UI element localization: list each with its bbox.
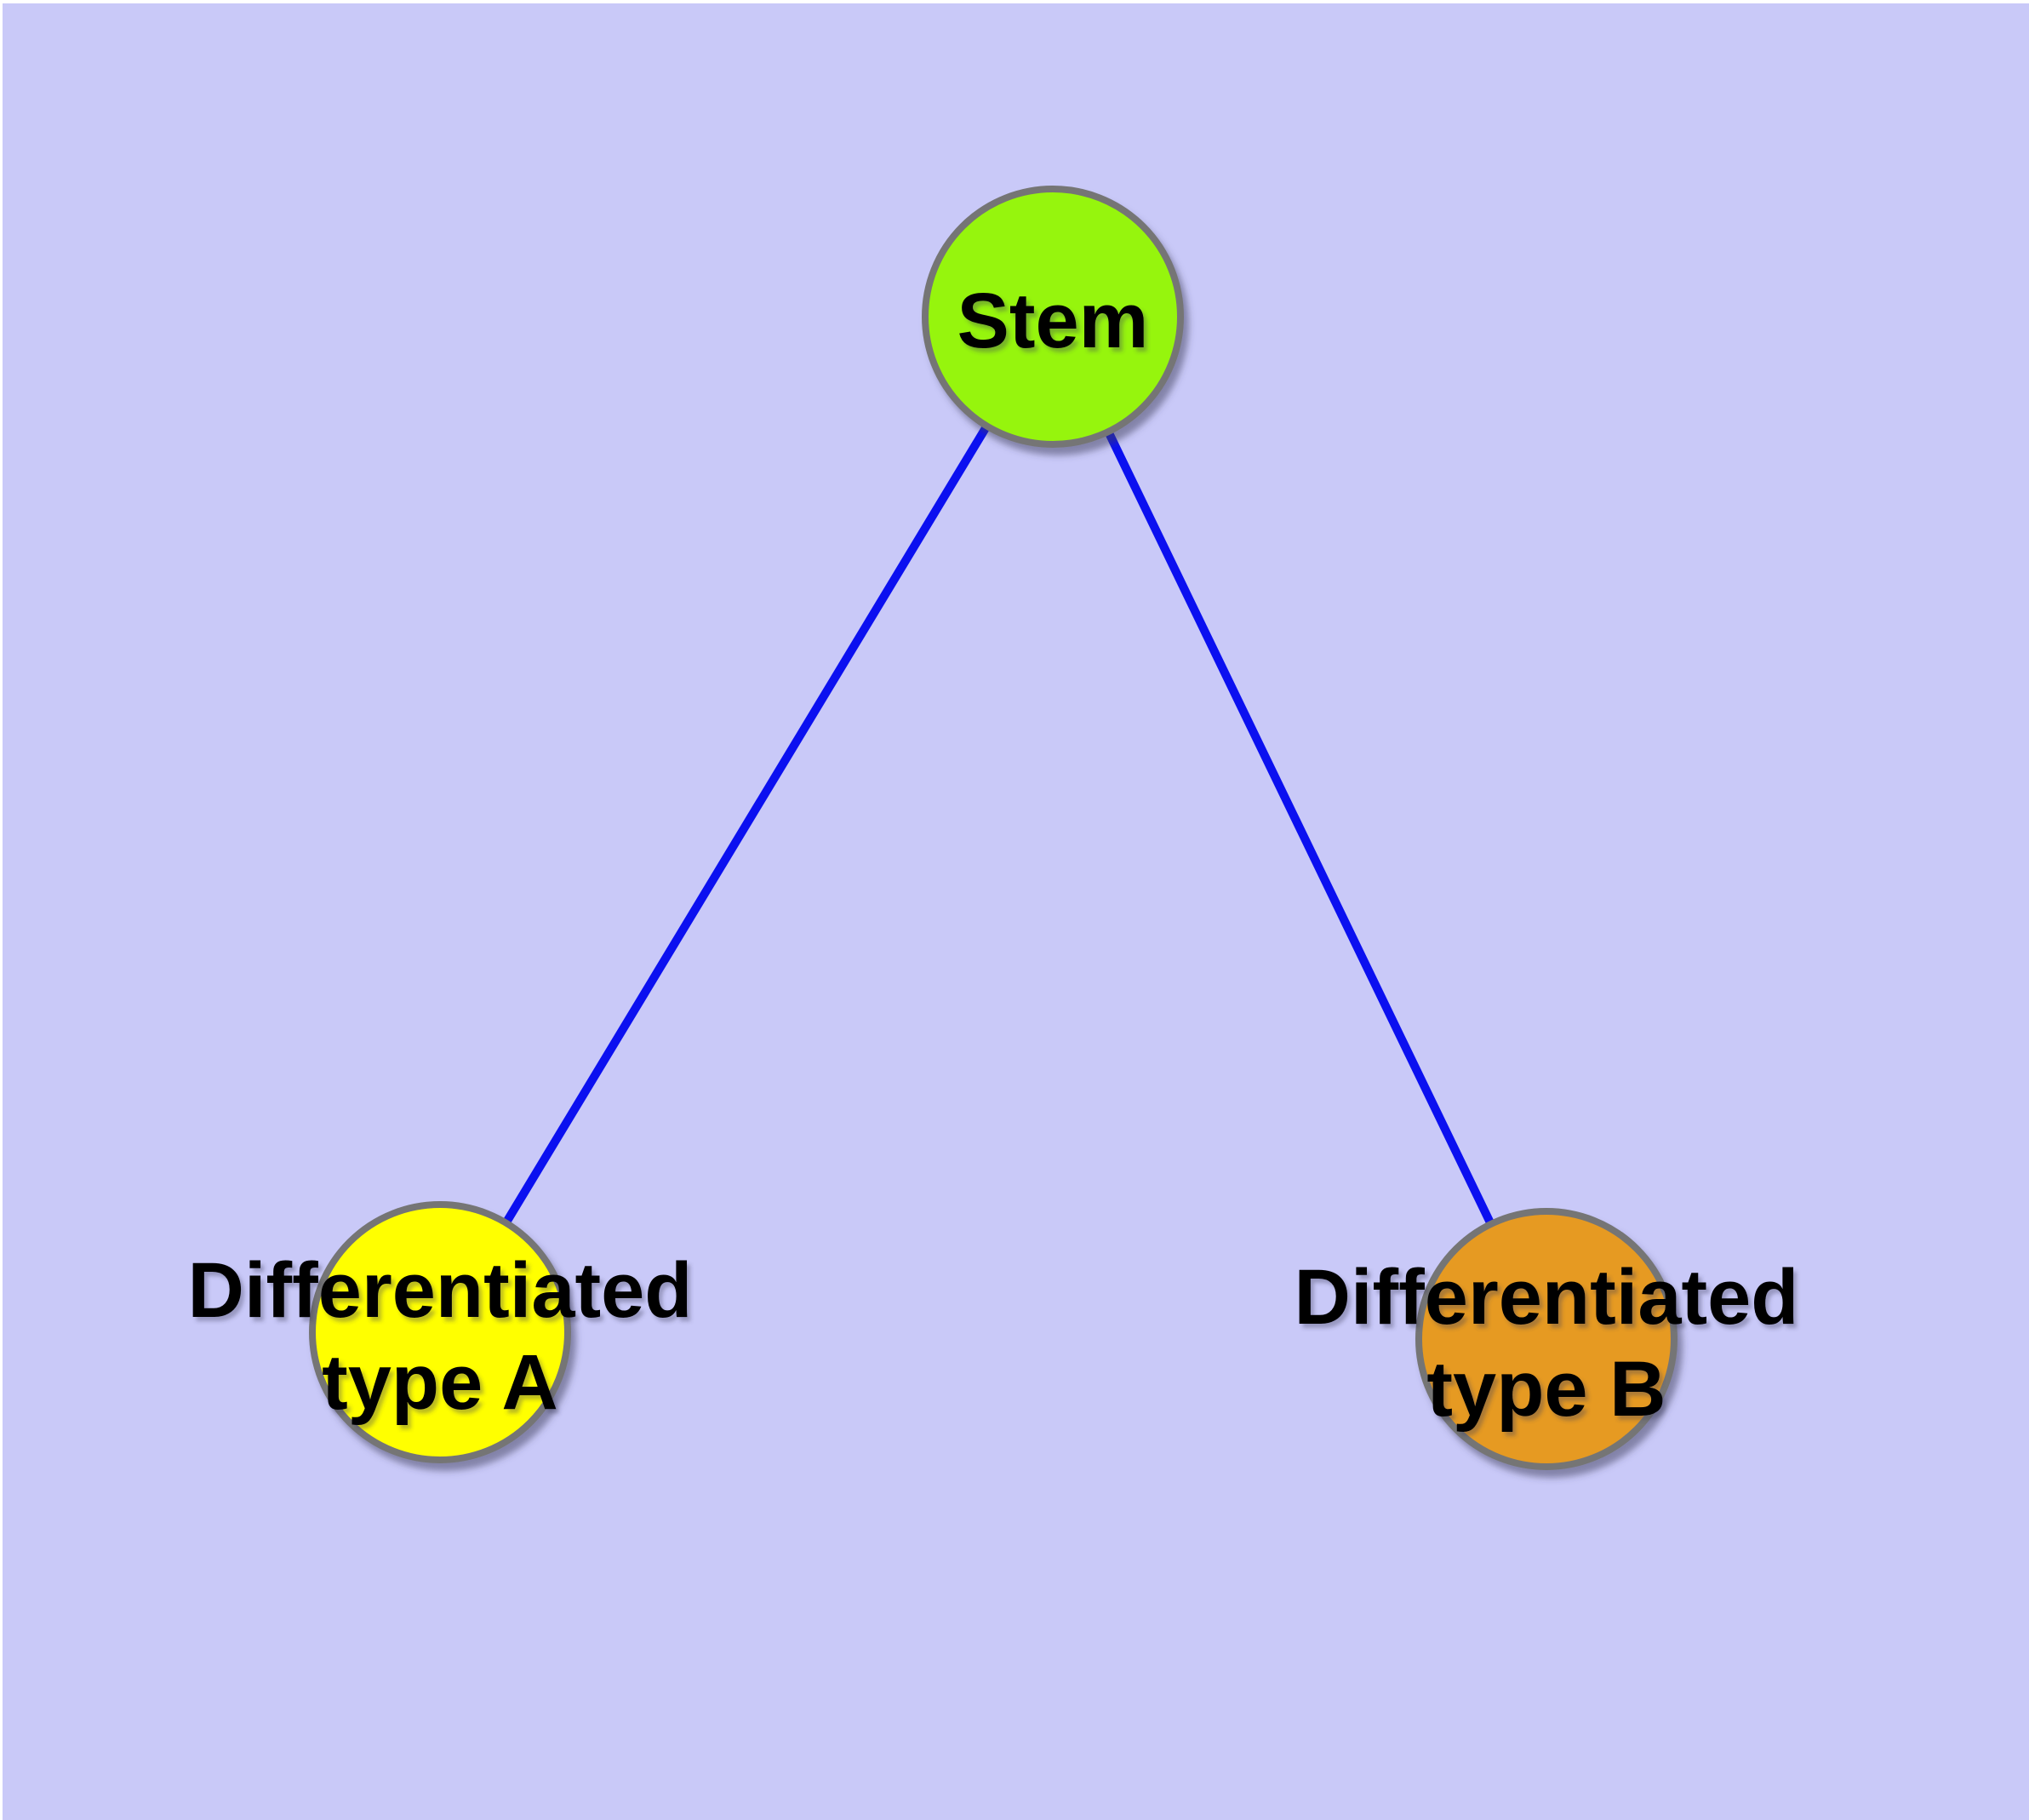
nodes-layer [309, 186, 1677, 1470]
edges-layer [436, 314, 1551, 1342]
node-label-line: Differentiated [1295, 1254, 1799, 1341]
edge-stem-to-differentiated-type-a [436, 314, 1057, 1335]
node-label-line: Differentiated [188, 1247, 693, 1334]
node-stem [922, 186, 1184, 448]
node-differentiated-type-a [309, 1201, 571, 1463]
node-label-line: type B [1426, 1346, 1666, 1433]
edge-stem-to-differentiated-type-b [1049, 314, 1551, 1342]
node-differentiated-type-b [1415, 1208, 1677, 1470]
node-label-line: Stem [957, 278, 1149, 364]
node-label-stem: Stem [957, 278, 1149, 364]
node-label-line: type A [322, 1339, 558, 1426]
